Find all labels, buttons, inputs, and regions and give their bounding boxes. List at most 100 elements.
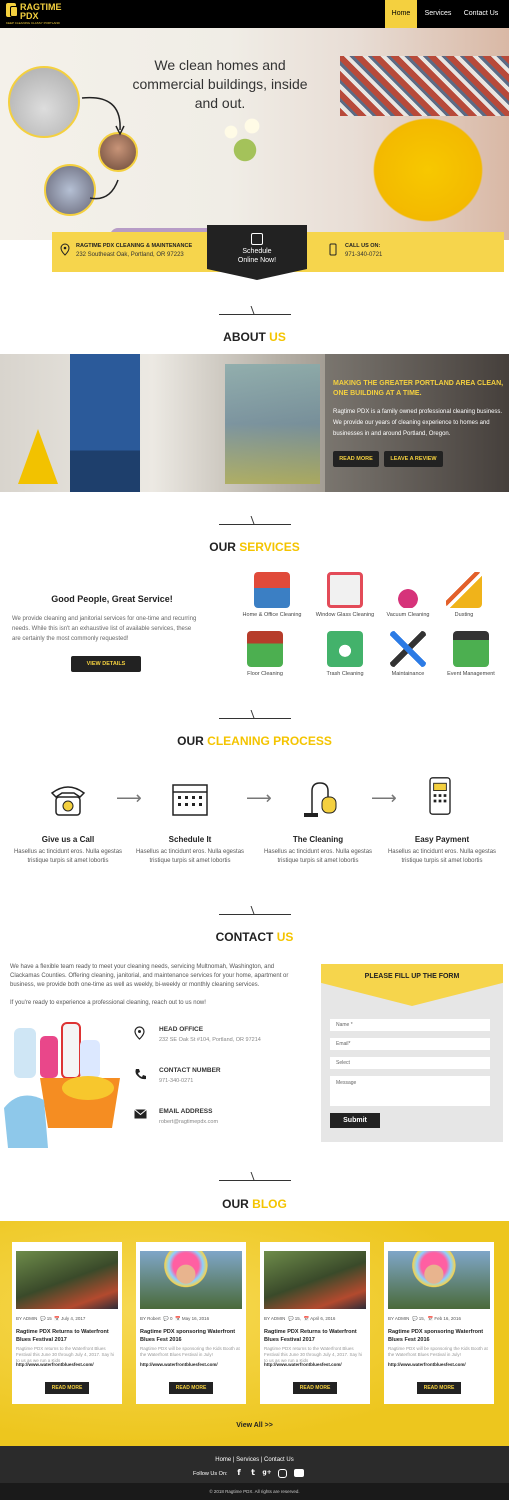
process-step-title: Give us a Call — [41, 835, 95, 844]
call-phone[interactable]: 971-340-0721 — [345, 252, 383, 258]
top-header — [0, 0, 509, 28]
hero-banner: We clean homes and commercial buildings,… — [0, 28, 509, 240]
blog-card-title[interactable]: Ragtime PDX Returns to Waterfront Blues … — [264, 1329, 357, 1343]
blog-card-title[interactable]: Ragtime PDX sponsoring Waterfront Blues … — [388, 1329, 484, 1343]
service-item-maintenance[interactable]: Maintainance — [374, 631, 442, 678]
google-plus-icon[interactable]: g+ — [262, 1469, 272, 1476]
location-pin-icon — [60, 243, 70, 256]
contact-heading: CONTACT US — [0, 930, 509, 944]
service-item-window[interactable]: Window Glass Cleaning — [311, 572, 379, 619]
blog-card-meta: BY ADMIN 💬 15 📅 July 4, 2017 — [16, 1316, 86, 1321]
section-divider — [219, 306, 291, 316]
read-more-button[interactable]: READ MORE — [417, 1382, 461, 1394]
section-divider — [219, 1172, 291, 1182]
service-item-home-office[interactable]: Home & Office Cleaning — [238, 572, 306, 619]
schedule-line2: Online Now! — [237, 257, 277, 264]
email-title: EMAIL ADDRESS — [159, 1108, 213, 1115]
cleaning-supplies-image — [4, 1022, 120, 1148]
service-item-trash[interactable]: Trash Cleaning — [311, 631, 379, 678]
about-worker-image — [70, 354, 140, 492]
schedule-online-button[interactable]: Schedule Online Now! — [207, 225, 307, 280]
service-item-floor[interactable]: Floor Cleaning — [231, 631, 299, 678]
blog-card-title[interactable]: Ragtime PDX Returns to Waterfront Blues … — [16, 1329, 109, 1343]
contact-number-value[interactable]: 971-340-0271 — [159, 1078, 194, 1084]
twitter-icon[interactable]: t — [251, 1468, 255, 1477]
phone-icon — [329, 243, 337, 256]
submit-button[interactable]: Submit — [330, 1113, 380, 1128]
blog-card[interactable]: BY ADMIN 💬 15, 📅 Feb 16, 2016 Ragtime PD… — [384, 1242, 494, 1404]
facebook-icon[interactable]: f — [237, 1468, 241, 1477]
logo-line2: PDX — [20, 11, 39, 21]
vacuum-icon — [390, 572, 426, 608]
read-more-button[interactable]: READ MORE — [333, 451, 379, 467]
nav-home[interactable]: Home — [385, 0, 417, 28]
schedule-line1: Schedule — [242, 248, 272, 255]
logo-tagline: KEEP CLEANING CLASSY PORTLAND — [6, 21, 60, 25]
process-arrow-icon: ⟶ — [246, 788, 272, 809]
footer-links[interactable]: Home | Services | Contact Us — [215, 1457, 294, 1463]
youtube-icon[interactable] — [294, 1469, 304, 1477]
process-arrow-icon: ⟶ — [116, 788, 142, 809]
email-field[interactable]: Email* — [330, 1038, 490, 1050]
blog-card-link[interactable]: http://www.waterfrontbluesfest.com/ — [140, 1362, 218, 1367]
contact-heading-a: CONTACT — [215, 930, 274, 944]
blog-card-image — [388, 1251, 490, 1309]
telephone-icon — [50, 786, 86, 816]
blog-card-meta: BY ADMIN 💬 15, 📅 Feb 16, 2016 — [388, 1316, 461, 1321]
instagram-icon[interactable] — [278, 1469, 287, 1478]
blog-card-excerpt: Ragtime PDX returns to the Waterfront Bl… — [16, 1346, 115, 1363]
services-title: Good People, Great Service! — [51, 594, 173, 604]
name-field[interactable]: Name * — [330, 1019, 490, 1031]
blog-card[interactable]: BY Robert 💬 0 📅 May 16, 2016 Ragtime PDX… — [136, 1242, 246, 1404]
blog-card-excerpt: Ragtime PDX returns to the Waterfront Bl… — [264, 1346, 363, 1363]
blog-card-image — [16, 1251, 118, 1309]
service-item-event[interactable]: Event Management — [437, 631, 505, 678]
blog-heading: OUR BLOG — [0, 1197, 509, 1211]
service-label: Trash Cleaning — [326, 671, 364, 677]
blog-card-link[interactable]: http://www.waterfrontbluesfest.com/ — [388, 1362, 466, 1367]
process-step-desc: Hasellus ac tincidunt eros. Nulla egesta… — [263, 849, 373, 864]
logo[interactable]: RAGTIME PDX KEEP CLEANING CLASSY PORTLAN… — [6, 2, 72, 26]
blog-card-excerpt: Ragtime PDX will be sponsoring the Kids … — [388, 1346, 488, 1357]
nav-contact-us[interactable]: Contact Us — [463, 10, 499, 17]
service-label: Home & Office Cleaning — [242, 612, 302, 618]
message-field[interactable]: Message — [330, 1076, 490, 1106]
head-office-title: HEAD OFFICE — [159, 1026, 204, 1033]
floor-cleaner-icon — [247, 631, 283, 667]
process-heading-b: CLEANING PROCESS — [207, 734, 332, 748]
contact-number-title: CONTACT NUMBER — [159, 1067, 221, 1074]
nav-services[interactable]: Services — [424, 10, 452, 17]
service-select[interactable]: Select — [330, 1057, 490, 1069]
blog-card-link[interactable]: http://www.waterfrontbluesfest.com/ — [16, 1362, 94, 1367]
email-value[interactable]: robert@ragtimepdx.com — [159, 1119, 219, 1125]
contact-heading-b: US — [276, 930, 294, 944]
blog-card-title[interactable]: Ragtime PDX sponsoring Waterfront Blues … — [140, 1329, 236, 1343]
view-all-link[interactable]: View All >> — [236, 1422, 273, 1429]
follow-label: Follow Us On: — [193, 1471, 228, 1477]
call-title: CALL US ON: — [345, 243, 381, 249]
service-item-dusting[interactable]: Dusting — [430, 572, 498, 619]
blog-heading-b: BLOG — [252, 1197, 287, 1211]
service-label: Dusting — [454, 612, 474, 618]
blog-card-link[interactable]: http://www.waterfrontbluesfest.com/ — [264, 1362, 342, 1367]
section-divider — [219, 710, 291, 720]
window-icon — [327, 572, 363, 608]
blog-card-image — [140, 1251, 242, 1309]
blog-card-image — [264, 1251, 366, 1309]
leave-review-button[interactable]: LEAVE A REVIEW — [384, 451, 443, 467]
hero-title: We clean homes and commercial buildings,… — [132, 57, 308, 111]
service-label: Vacuum Cleaning — [386, 612, 430, 618]
blog-card[interactable]: BY ADMIN 💬 15 📅 July 4, 2017 Ragtime PDX… — [12, 1242, 122, 1404]
service-label: Event Management — [447, 671, 495, 677]
read-more-button[interactable]: READ MORE — [293, 1382, 337, 1394]
blog-card[interactable]: BY ADMIN 💬 15, 📅 April 6, 2016 Ragtime P… — [260, 1242, 370, 1404]
read-more-button[interactable]: READ MORE — [45, 1382, 89, 1394]
view-details-button[interactable]: VIEW DETAILS — [71, 656, 141, 672]
services-heading-b: SERVICES — [239, 540, 300, 554]
read-more-button[interactable]: READ MORE — [169, 1382, 213, 1394]
service-item-vacuum[interactable]: Vacuum Cleaning — [374, 572, 442, 619]
about-cart-image — [225, 364, 320, 484]
process-step-title: Schedule It — [168, 835, 212, 844]
bottle-logo-icon-2 — [10, 6, 18, 17]
about-title: MAKING THE GREATER PORTLAND AREA CLEAN, … — [333, 380, 504, 397]
